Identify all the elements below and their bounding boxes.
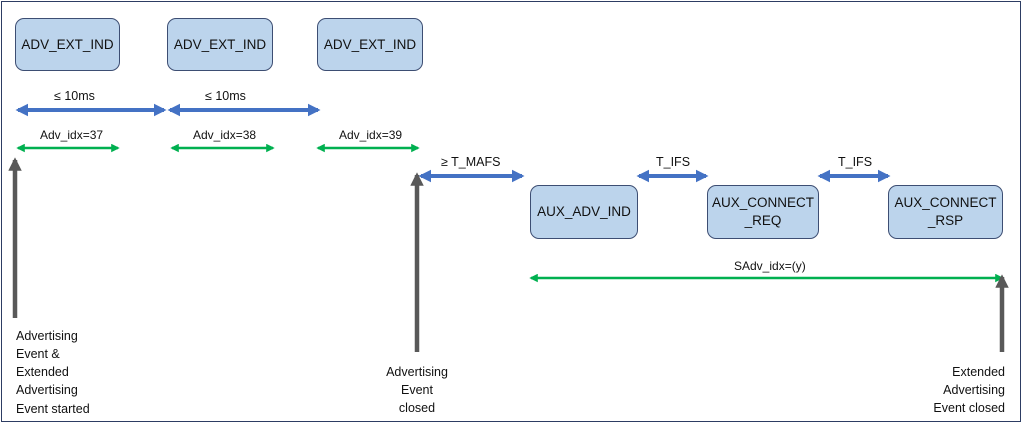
event-note-closed: Advertising Event closed — [386, 365, 448, 416]
index-label-sadv: SAdv_idx=(y) — [734, 259, 806, 273]
aux-connect-rsp-label: AUX_CONNECT _RSP — [894, 195, 997, 228]
index-label-39: Adv_idx=39 — [339, 128, 403, 142]
aux-connect-rsp-box: AUX_CONNECT _RSP — [888, 185, 1003, 239]
aux-connect-req-label: AUX_CONNECT _REQ — [711, 195, 814, 228]
aux-adv-ind-box: AUX_ADV_IND — [530, 185, 638, 239]
adv-ext-ind-box-3: ADV_EXT_IND — [317, 18, 423, 71]
adv-ext-ind-box-1: ADV_EXT_IND — [15, 18, 120, 71]
event-note-start: Advertising Event & Extended Advertising… — [16, 329, 90, 416]
interval-label-le10-b: ≤ 10ms — [205, 89, 246, 103]
adv-ext-ind-box-2: ADV_EXT_IND — [167, 18, 273, 71]
interval-label-t-ifs-b: T_IFS — [838, 155, 873, 169]
index-label-38: Adv_idx=38 — [193, 128, 257, 142]
index-label-37: Adv_idx=37 — [40, 128, 104, 142]
event-note-ext-closed: Extended Advertising Event closed — [933, 365, 1005, 416]
interval-label-t-ifs-a: T_IFS — [656, 155, 691, 169]
aux-connect-req-box: AUX_CONNECT _REQ — [707, 185, 819, 239]
adv-ext-ind-label-2: ADV_EXT_IND — [173, 36, 267, 52]
adv-ext-ind-label-3: ADV_EXT_IND — [323, 36, 417, 52]
interval-label-t-mafs: ≥ T_MAFS — [441, 155, 501, 169]
aux-adv-ind-label: AUX_ADV_IND — [537, 204, 631, 220]
adv-ext-ind-label-1: ADV_EXT_IND — [21, 36, 114, 52]
interval-label-le10-a: ≤ 10ms — [54, 89, 95, 103]
